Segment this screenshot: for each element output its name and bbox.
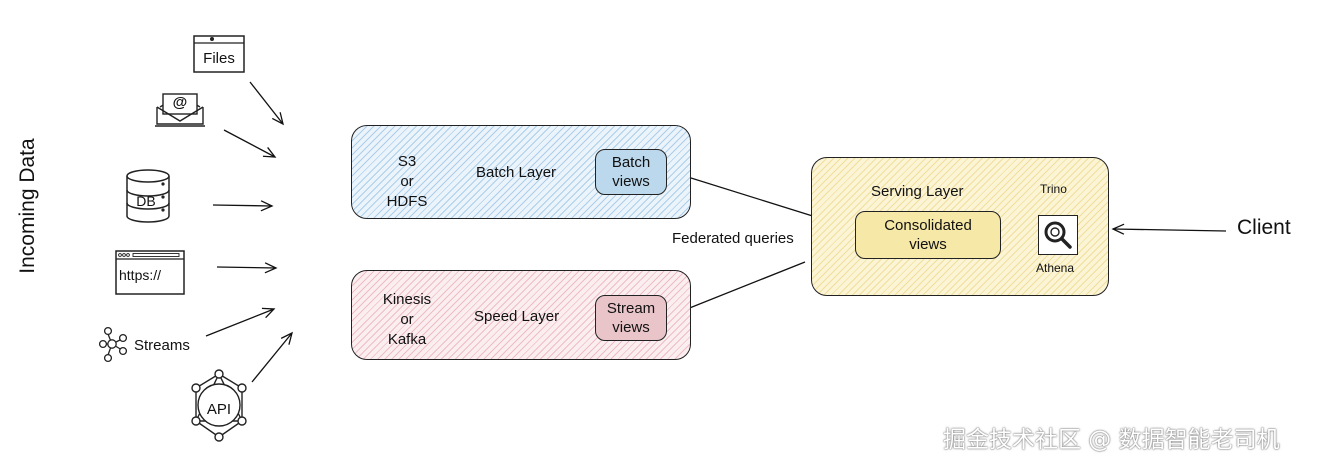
trino-label: Trino: [1040, 182, 1067, 196]
web-label: https://: [119, 267, 162, 283]
streams-label: Streams: [134, 337, 190, 354]
batch-layer-title: Batch Layer: [476, 164, 557, 181]
database-icon: [126, 169, 170, 223]
consolidated-views-box: Consolidated views: [855, 211, 1001, 259]
client-label: Client: [1237, 216, 1291, 239]
email-at-label: @: [172, 94, 188, 111]
email-arrow: [223, 129, 277, 158]
batch-views-label: Batch views: [611, 154, 651, 190]
client-arrow: [1111, 223, 1227, 235]
athena-icon: [1038, 215, 1078, 255]
db-arrow: [212, 200, 274, 212]
files-label: Files: [203, 50, 235, 67]
files-arrow: [249, 81, 284, 126]
api-arrow: [251, 331, 293, 383]
consolidated-views-label: Consolidated views: [884, 217, 972, 253]
batch-storage-label: S3 or HDFS: [386, 153, 428, 210]
stream-views-label: Stream views: [606, 300, 656, 336]
stream-query-arrow: [670, 261, 806, 317]
streams-arrow: [205, 307, 276, 337]
batch-views-box: Batch views: [595, 149, 667, 195]
streams-icon: [98, 326, 128, 363]
federated-queries-label: Federated queries: [672, 230, 794, 247]
api-label: API: [206, 401, 232, 418]
db-label: DB: [136, 193, 156, 209]
stream-views-box: Stream views: [595, 295, 667, 341]
watermark-text: 掘金技术社区 @ 数据智能老司机: [943, 427, 1280, 453]
file-icon: [193, 35, 245, 73]
speed-layer-title: Speed Layer: [474, 308, 560, 325]
incoming-data-title: Incoming Data: [16, 138, 39, 274]
serving-layer-title: Serving Layer: [871, 183, 964, 200]
speed-storage-label: Kinesis or Kafka: [382, 291, 432, 348]
athena-label: Athena: [1036, 261, 1075, 275]
email-icon: [155, 93, 205, 127]
web-arrow: [216, 262, 278, 274]
api-icon: [191, 369, 247, 442]
browser-icon: [115, 250, 185, 295]
